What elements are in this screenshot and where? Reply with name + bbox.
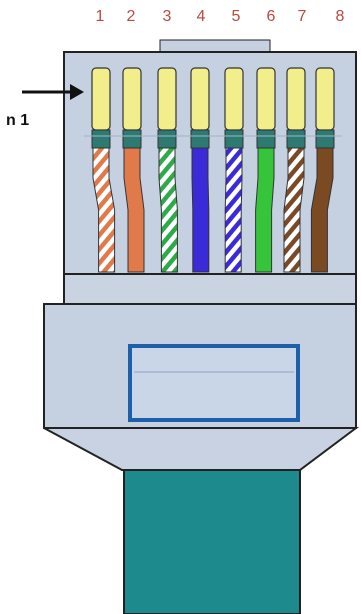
pin-label-5: 5: [231, 8, 241, 25]
wire-pin-2: [123, 147, 145, 273]
contact-band-6: [256, 129, 276, 149]
contacts-group: [91, 67, 335, 149]
contact-band-7: [286, 129, 306, 149]
contact-pin-1: [91, 67, 111, 131]
wire-pin-4: [191, 147, 210, 273]
contact-pin-5: [224, 67, 244, 131]
connector-boot: [43, 427, 359, 471]
contact-band-5: [224, 129, 244, 149]
contact-band-2: [122, 129, 142, 149]
contact-pin-4: [190, 67, 210, 131]
latch-window: [128, 344, 300, 422]
contact-band-4: [190, 129, 210, 149]
pin-label-8: 8: [335, 8, 345, 25]
pin1-callout-label: n 1: [6, 112, 30, 129]
pin1-arrow-head: [70, 84, 84, 100]
contact-pin-3: [157, 67, 177, 131]
cable-jacket: [123, 469, 301, 614]
wire-pin-8: [310, 147, 334, 273]
contact-pin-8: [315, 67, 335, 131]
wire-pin-6: [255, 147, 275, 273]
wire-pin-1: [92, 147, 116, 273]
wire-pin-3: [158, 147, 178, 273]
contact-pin-6: [256, 67, 276, 131]
connector-middle-band: [63, 273, 357, 305]
pin-label-7: 7: [297, 8, 307, 25]
pin-label-4: 4: [196, 8, 206, 25]
pin-label-3: 3: [162, 8, 172, 25]
contact-band-8: [315, 129, 335, 149]
contact-pin-2: [122, 67, 142, 131]
contact-band-3: [157, 129, 177, 149]
pin-label-1: 1: [95, 8, 105, 25]
contact-band-1: [91, 129, 111, 149]
pin-label-2: 2: [126, 8, 136, 25]
wire-pin-7: [283, 147, 305, 273]
contact-pin-7: [286, 67, 306, 131]
wire-pin-5: [224, 147, 243, 273]
wires-group: [92, 147, 334, 273]
pin-label-6: 6: [266, 8, 276, 25]
